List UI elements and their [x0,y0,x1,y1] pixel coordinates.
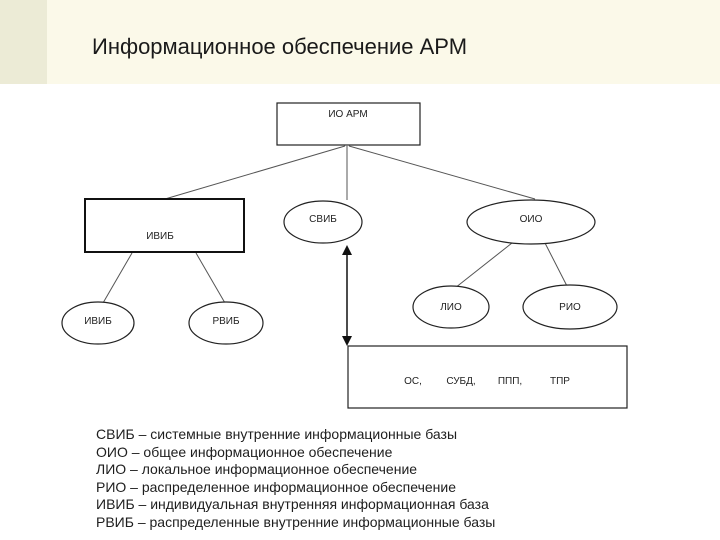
legend-line-lio: ЛИО – локальное информационное обеспечен… [96,461,418,477]
edge-ivib-rvibleaf [195,252,226,304]
legend: СВИБ – системные внутренние информационн… [96,426,495,531]
slide-title: Информационное обеспечение АРМ [92,34,468,59]
ivib-box-node: ИВИБ [84,198,245,253]
sviv-label: СВИБ [309,214,337,225]
legend-line-sviv: СВИБ – системные внутренние информационн… [96,426,458,442]
software-subd-label: СУБД, [446,376,475,387]
oio-node: ОИО [466,199,596,245]
rvib-leaf-label: РВИБ [212,316,240,327]
title-band [0,0,720,84]
edge-root-oio [348,145,536,200]
rio-node: РИО [522,284,618,330]
edge-oio-rio [544,242,569,289]
software-tpr-label: ТПР [550,376,570,387]
software-ppp-label: ППП, [498,376,522,387]
ivib-box-label: ИВИБ [146,231,174,242]
ivib-leaf-label: ИВИБ [84,316,112,327]
oio-label: ОИО [520,214,543,225]
rvib-leaf-node: РВИБ [188,301,264,345]
sviv-node: СВИБ [283,200,363,244]
root-node: ИО АРМ [276,102,421,146]
legend-line-oio: ОИО – общее информационное обеспечение [96,443,393,460]
rio-label: РИО [559,302,581,313]
edge-oio-lio [454,242,513,289]
edge-root-ivib [164,145,346,200]
software-box-node: ОС, СУБД, ППП, ТПР [347,345,628,409]
connector-lines [102,145,569,304]
edge-ivib-ivibleaf [102,252,133,304]
root-node-label: ИО АРМ [328,109,367,120]
ivib-leaf-node: ИВИБ [61,301,135,345]
legend-line-ivib: ИВИБ – индивидуальная внутренняя информа… [96,496,489,512]
legend-line-rvib: РВИБ – распределенные внутренние информа… [96,513,496,530]
lio-node: ЛИО [412,285,490,329]
legend-line-rio: РИО – распределенное информационное обес… [96,478,457,495]
lio-label: ЛИО [440,302,462,313]
software-os-label: ОС, [404,376,422,387]
title-accent-bar [0,0,47,84]
